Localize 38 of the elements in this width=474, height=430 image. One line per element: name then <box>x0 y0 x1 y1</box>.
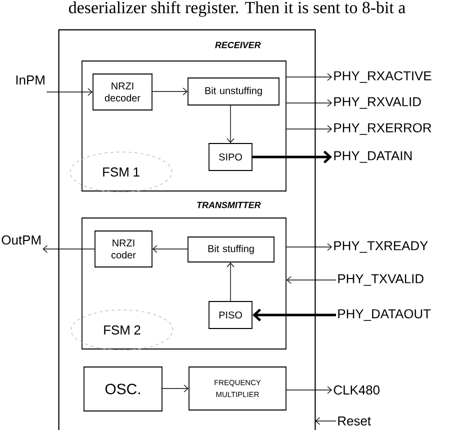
arrow <box>286 243 332 251</box>
arrow <box>42 245 95 253</box>
signal-label: PHY_RXACTIVE <box>334 71 432 83</box>
caption-text: deserializer shift register. Then it is sent to 8-bit a <box>69 1 406 17</box>
arrow <box>286 99 332 107</box>
signal-label: PHY_DATAIN <box>334 151 412 163</box>
signal-label: PHY_TXVALID <box>338 274 424 286</box>
arrow <box>286 73 332 81</box>
oscillator-box: OSC. <box>84 366 162 412</box>
block-heading: TRANSMITTER <box>197 202 261 208</box>
signal-label: CLK480 <box>334 385 380 395</box>
signal-label: Reset <box>338 416 371 426</box>
arrow <box>286 276 336 284</box>
process-box: Bit stuffing <box>188 236 274 262</box>
process-box: NRZI decoder <box>92 74 152 110</box>
outer-box <box>58 29 316 430</box>
signal-label: PHY_DATAOUT <box>338 309 431 321</box>
process-box: Bit unstuffing <box>188 78 280 106</box>
arrow <box>252 150 332 164</box>
arrow <box>152 245 188 253</box>
arrow <box>286 386 332 394</box>
arrow <box>315 417 336 425</box>
signal-label: PHY_RXERROR <box>334 123 432 135</box>
arrow <box>226 105 234 144</box>
signal-label: PHY_RXVALID <box>334 97 421 109</box>
signal-label: InPM <box>16 76 44 84</box>
arrow <box>152 88 188 96</box>
arrow <box>162 384 189 392</box>
arrow <box>252 308 336 322</box>
signal-label: PHY_TXREADY <box>334 241 428 253</box>
arrow <box>46 88 93 96</box>
process-box: PISO <box>208 301 252 329</box>
process-box: SIPO <box>208 143 252 171</box>
process-box: NRZI coder <box>94 230 152 268</box>
block-heading: RECEIVER <box>215 42 261 48</box>
arrow <box>286 125 332 133</box>
arrow <box>226 262 234 302</box>
signal-label: OutPM <box>2 235 40 245</box>
